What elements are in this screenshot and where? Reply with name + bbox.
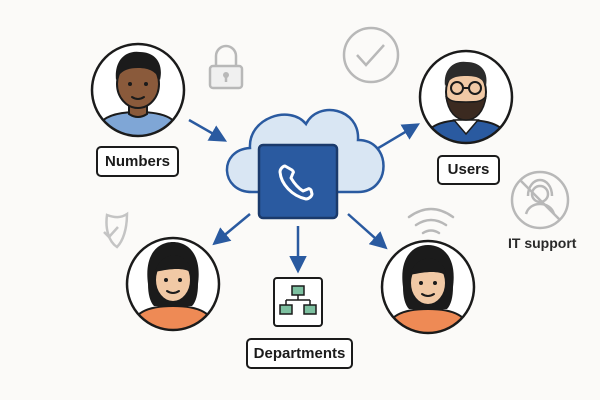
connector-arrows — [188, 118, 421, 274]
wifi-icon — [407, 207, 455, 235]
arrow-cloud-to-woman-right — [347, 213, 388, 250]
departments-label: Departments — [246, 338, 353, 369]
phone-icon[interactable] — [257, 143, 339, 220]
man-avatar — [90, 42, 186, 138]
shield-check-icon — [103, 211, 129, 249]
arrow-numbers-to-cloud — [188, 118, 228, 142]
org-chart-icon — [273, 277, 323, 327]
arrow-cloud-to-users — [374, 123, 421, 152]
woman-avatar — [380, 239, 476, 335]
woman-avatar — [125, 236, 221, 332]
arrow-cloud-to-woman-left — [212, 213, 251, 246]
numbers-label: Numbers — [96, 146, 179, 177]
check-circle-icon — [342, 26, 400, 84]
it-support-label: IT support — [508, 235, 577, 251]
bearded-man-with-glasses-avatar — [418, 49, 514, 145]
lock-icon — [208, 44, 244, 90]
no-headset-icon — [510, 170, 570, 230]
users-label: Users — [437, 155, 500, 185]
